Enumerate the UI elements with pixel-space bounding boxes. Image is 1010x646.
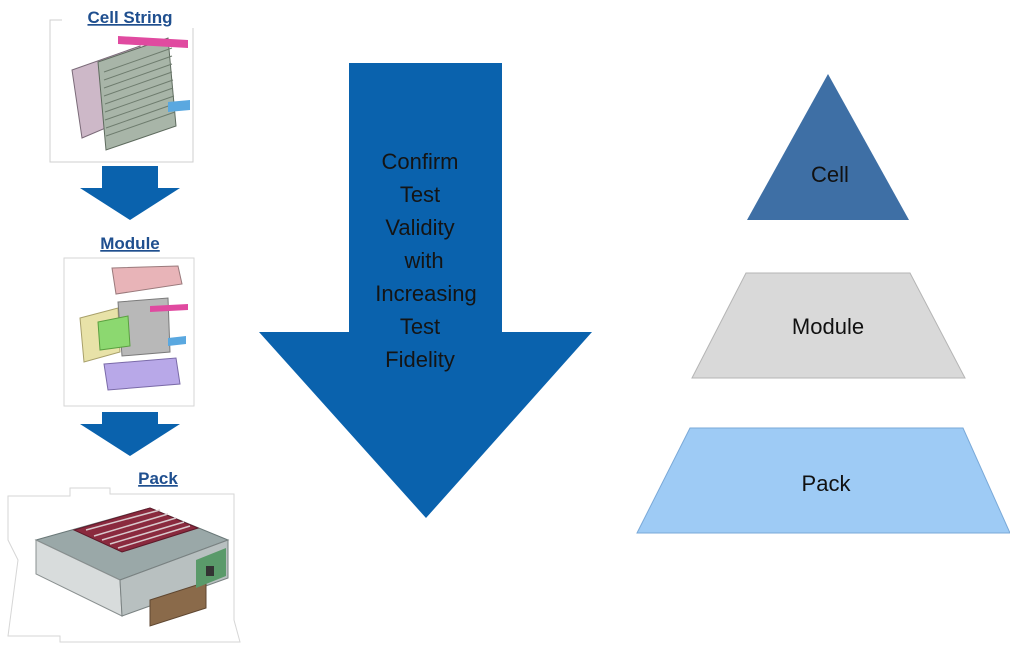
arrow-line-6: Test (400, 314, 440, 339)
arrow-line-4: with (403, 248, 443, 273)
cell-string-image (71, 36, 190, 151)
module-header: Module (100, 234, 160, 253)
module-section: Module (63, 234, 195, 407)
confirm-validity-arrow (259, 63, 592, 518)
confirm-validity-text: Confirm Test Validity with Increasing Te… (375, 149, 477, 372)
cell-string-header: Cell String (87, 8, 172, 27)
arrow-line-1: Confirm (381, 149, 458, 174)
pyramid-module-tier (691, 272, 966, 379)
arrow-line-3: Validity (385, 215, 454, 240)
pyramid-cell-tier (747, 74, 909, 220)
module-image (79, 265, 188, 391)
arrow-line-2: Test (400, 182, 440, 207)
pyramid-pack-label: Pack (802, 471, 852, 496)
pyramid-module-label: Module (792, 314, 864, 339)
cell-string-section: Cell String (49, 6, 198, 163)
down-arrow-1-icon (80, 166, 180, 220)
arrow-line-5: Increasing (375, 281, 477, 306)
arrow-line-7: Fidelity (385, 347, 455, 372)
pack-section: Pack (7, 469, 241, 643)
pack-header: Pack (138, 469, 178, 488)
pyramid-pack-tier (636, 427, 1010, 534)
down-arrow-2-icon (80, 412, 180, 456)
pack-image (34, 507, 230, 627)
pyramid-cell-label: Cell (811, 162, 849, 187)
